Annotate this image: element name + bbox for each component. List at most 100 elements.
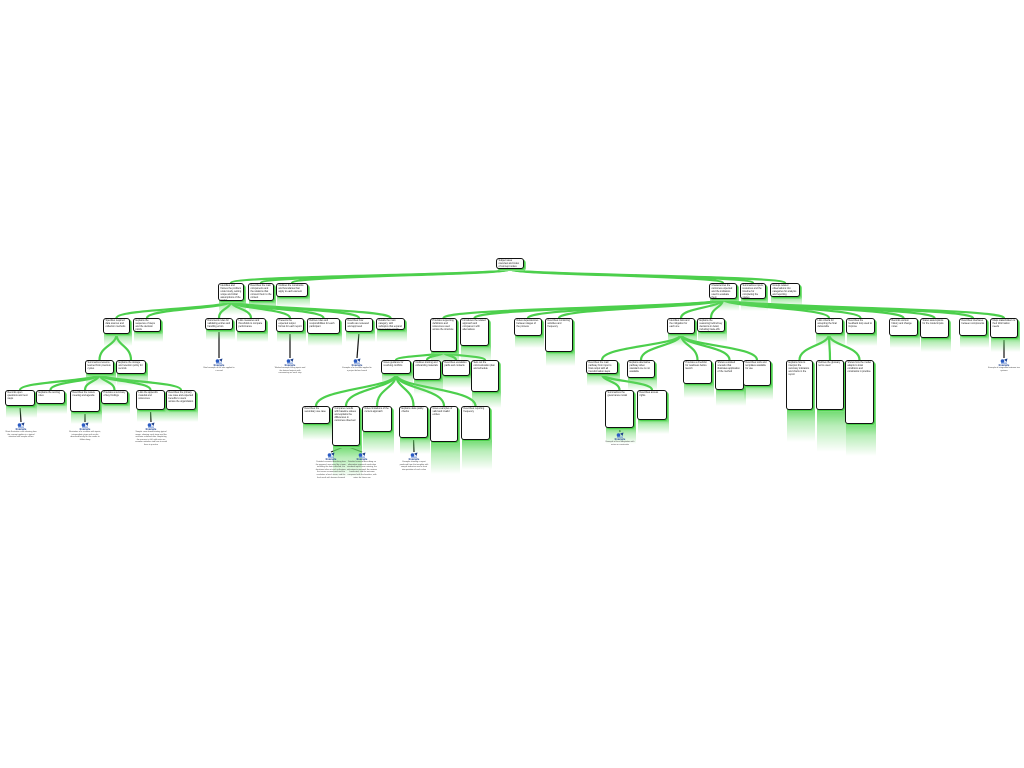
concept-node-n44[interactable]: Provides a summary of key findings: [101, 390, 128, 404]
concept-node-n42[interactable]: Explains the scoring rules: [36, 390, 65, 404]
concept-node-n31[interactable]: Describes escalation paths and contacts: [442, 360, 470, 376]
concept-node-n34[interactable]: Explains alternative pathway when standa…: [627, 360, 655, 378]
concept-node-n12[interactable]: Defines roles and responsibilities for e…: [307, 318, 340, 334]
concept-node-n35[interactable]: Provides a checklist for readiness befor…: [683, 360, 712, 384]
example-label: Example: [15, 428, 27, 431]
concept-node-n32[interactable]: Sets out the communication plan and sche…: [471, 360, 499, 392]
concept-node-n23[interactable]: Records version history and change notes: [889, 318, 918, 336]
concept-node-n36[interactable]: Shows a worked scenario that illustrates…: [715, 360, 744, 390]
concept-node-n47[interactable]: Describes the secondary use case: [302, 406, 330, 424]
concept-node-n54[interactable]: Describes access rights: [637, 390, 667, 420]
concept-node-n49[interactable]: Notes limitations of the current approac…: [362, 406, 392, 432]
edge-n21-n38: [798, 333, 831, 361]
concept-node-n13[interactable]: Describes how results are reviewed and a…: [345, 318, 373, 332]
concept-node-n37[interactable]: Describes tools and templates available …: [743, 360, 771, 386]
concept-node-n28[interactable]: Explains the storage and retention polic…: [116, 360, 146, 374]
example-label: Example: [213, 364, 225, 367]
concept-node-n19[interactable]: Identifies risks and the mitigation for …: [667, 318, 695, 334]
concept-node-n27[interactable]: Summarizes lessons learned from previous…: [85, 360, 114, 374]
example-label: Example: [356, 458, 368, 461]
edge-n21-n40: [827, 333, 861, 361]
example-link-e1: [19, 405, 22, 423]
edge-n19-n37: [679, 333, 759, 361]
example-label: Example: [351, 364, 363, 367]
concept-node-n51[interactable]: Gives examples of valid and invalid entr…: [430, 406, 458, 442]
example-icon: [286, 358, 294, 364]
example-text: Illustration of a scenario with inputs, …: [69, 431, 101, 441]
concept-node-n46[interactable]: Describes the primary use case and expec…: [166, 390, 196, 410]
example-text: Example of local adaptation with notes o…: [605, 441, 635, 446]
concept-node-n22[interactable]: Describes the feedback loop used to impr…: [846, 318, 875, 334]
example-text: Brief example of the rule applied to a r…: [203, 367, 235, 372]
concept-node-n1[interactable]: Identifies and frames the problem under …: [218, 283, 244, 301]
concept-node-n41[interactable]: Records open questions and next steps: [5, 390, 35, 406]
edge-n27-n41: [18, 372, 101, 392]
root-node[interactable]: Subject area overview and index of conce…: [496, 258, 524, 269]
concept-node-n21[interactable]: Lists criteria for accepting the final d…: [815, 318, 843, 334]
edge-n1-n14: [229, 299, 392, 320]
example-icon: [327, 452, 335, 458]
example-text: Detailed scenario describing an alternat…: [347, 461, 377, 479]
concept-node-n3[interactable]: Outlines the constraints and boundaries …: [276, 283, 308, 297]
concept-node-n11[interactable]: Presents the expected output format for …: [276, 318, 304, 332]
example-icon: [215, 358, 223, 364]
concept-node-n52[interactable]: Describes reporting frequency: [461, 406, 490, 440]
concept-node-n53[interactable]: Summarizes the governance model: [605, 390, 634, 428]
edge-n27-n46: [98, 372, 183, 392]
concept-node-n7[interactable]: Specifies required data sources and coll…: [103, 318, 130, 334]
edge-root-n6: [508, 267, 787, 285]
concept-node-n20[interactable]: Explains the reasoning behind key decisi…: [697, 318, 725, 332]
example-text: Short illustrative case showing how the …: [5, 431, 37, 439]
example-icon: [147, 422, 155, 428]
example-icon: [1000, 358, 1008, 364]
concept-node-n6[interactable]: Groups related observations into categor…: [770, 283, 800, 297]
example-label: Example: [325, 458, 337, 461]
concept-node-n9[interactable]: Documents rules for validating entries a…: [205, 318, 233, 330]
example-text: Example of a checklist applied to a proj…: [342, 367, 372, 372]
example-icon: [17, 422, 25, 428]
example-icon: [358, 452, 366, 458]
concept-node-n50[interactable]: Explains data quality checks: [399, 406, 428, 438]
concept-node-n45[interactable]: Lists the appendix material and referenc…: [136, 390, 165, 410]
concept-node-n48[interactable]: Compares results with baseline values an…: [332, 406, 360, 446]
example-label: Example: [614, 438, 626, 441]
concept-node-n25[interactable]: Describes interfaces between components: [959, 318, 987, 336]
example-icon: [410, 452, 418, 458]
concept-node-n33[interactable]: Describes the main pathway from input to…: [586, 360, 618, 374]
concept-node-n10[interactable]: Lists measures and thresholds to compare…: [236, 318, 266, 332]
concept-node-n17[interactable]: Notes dependencies between stages of the…: [514, 318, 542, 336]
concept-node-n24[interactable]: States assumptions for the model inputs: [920, 318, 949, 338]
concept-node-n2[interactable]: Describes the main components and the re…: [248, 283, 274, 301]
example-link-e3: [149, 409, 152, 423]
concept-node-n39[interactable]: Defines the glossary terms used: [816, 360, 844, 410]
concept-node-n15[interactable]: Provides supporting definitions and refe…: [430, 318, 457, 352]
concept-node-n40[interactable]: Shows how the model adapts to local cond…: [845, 360, 874, 424]
concept-node-n18[interactable]: Describes monitoring activities and freq…: [545, 318, 573, 352]
concept-node-n8[interactable]: Explains the sequence of steps and the d…: [133, 318, 161, 332]
concept-node-n30[interactable]: Outlines training and onboarding materia…: [413, 360, 441, 380]
concept-node-n16[interactable]: Introduces the related approach and comp…: [460, 318, 489, 346]
concept-node-n5[interactable]: Summarizes inputs, resources and the tim…: [740, 283, 766, 299]
concept-node-n43[interactable]: Describes the review meeting and agenda: [70, 390, 100, 412]
concept-node-n38[interactable]: Explains how to interpret the summary in…: [786, 360, 813, 410]
example-icon: [353, 358, 361, 364]
concept-node-n26[interactable]: Maps stakeholders to their information n…: [990, 318, 1018, 338]
example-label: Example: [79, 428, 91, 431]
example-label: Example: [408, 458, 420, 461]
concept-node-n14[interactable]: Details the main category, with subtopic…: [376, 318, 405, 330]
example-icon: [616, 432, 624, 438]
concept-node-n4[interactable]: Characterizes the outcomes expected and …: [709, 283, 737, 299]
concept-node-n29[interactable]: Gives guidance for resolving conflicts: [381, 360, 411, 374]
